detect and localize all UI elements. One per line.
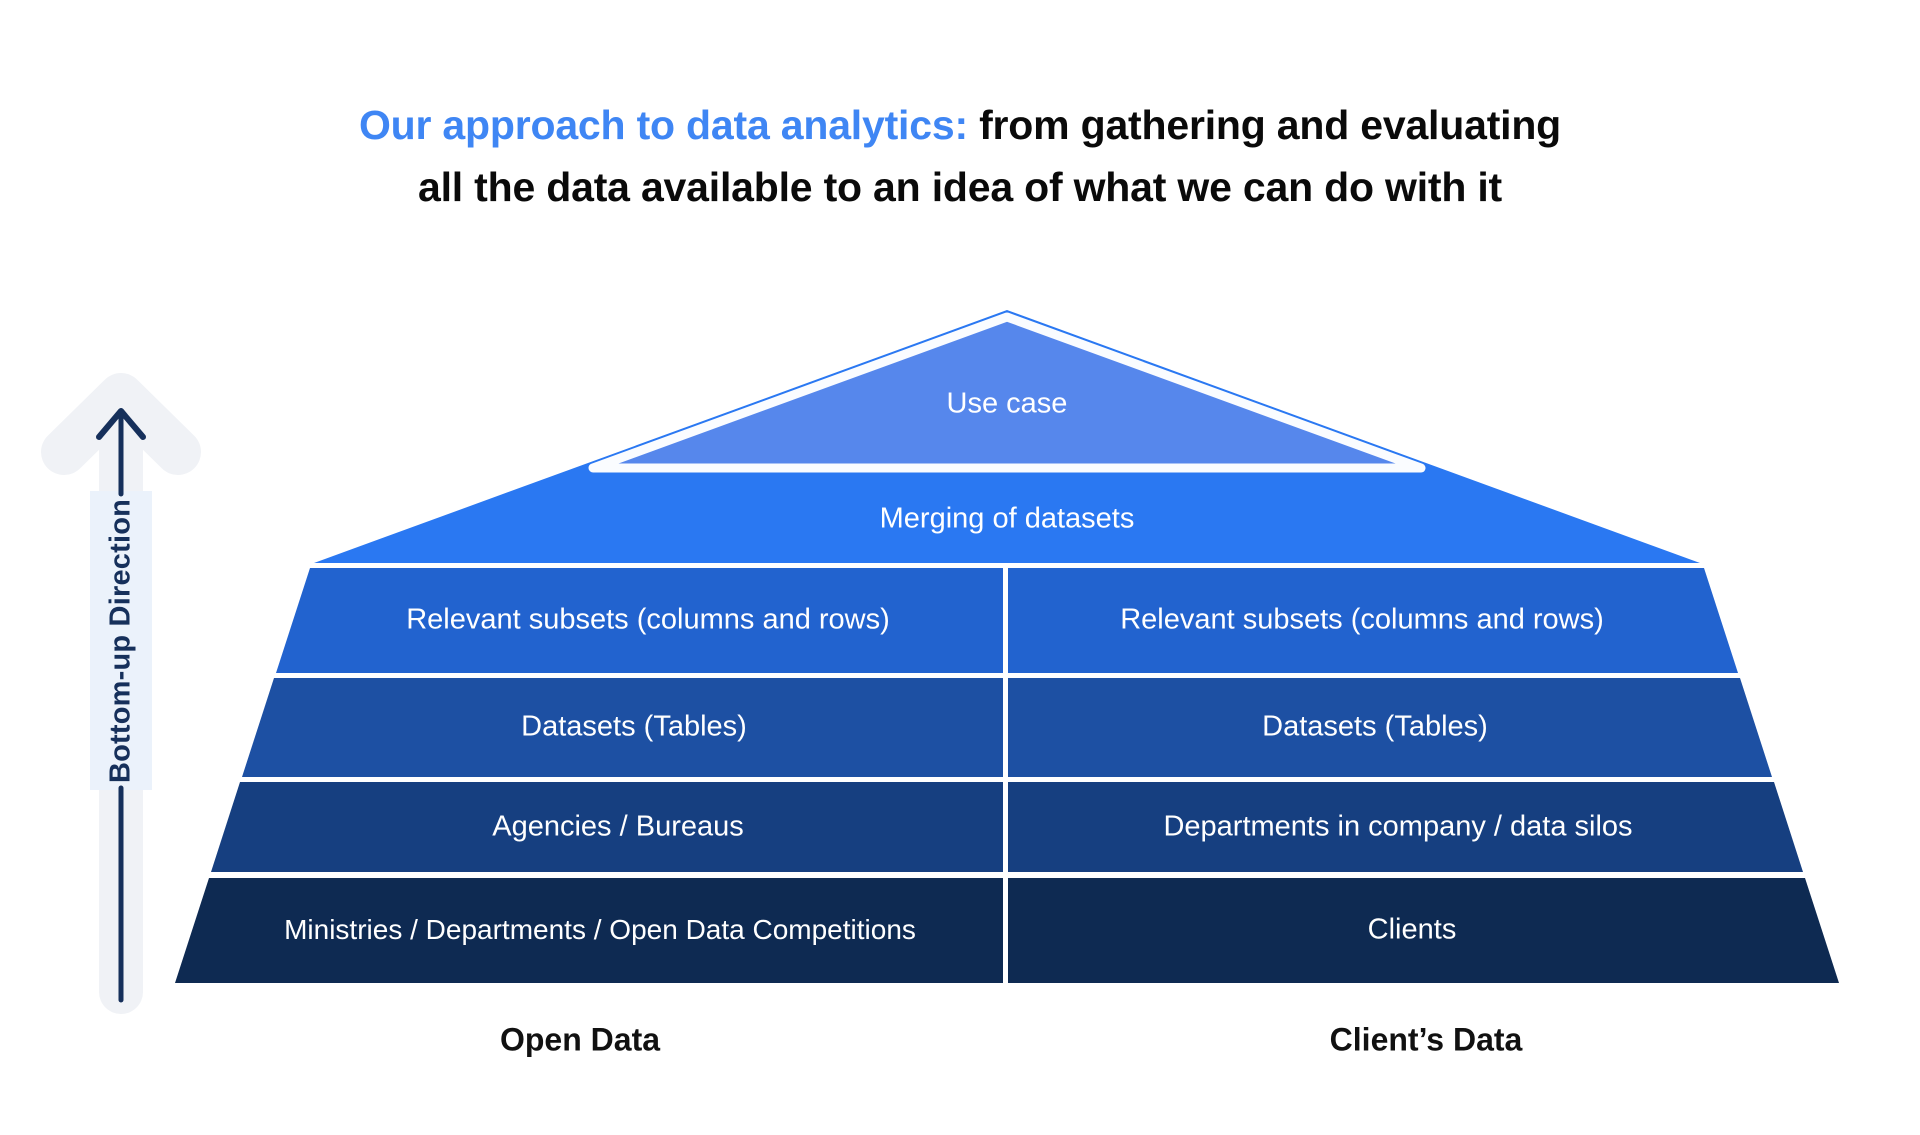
- pyramid-cell-datasets-left: [242, 678, 1003, 777]
- label-departments-right: Departments in company / data silos: [1163, 810, 1633, 843]
- pyramid-cell-agencies-left: [211, 782, 1003, 872]
- pyramid-cell-departments-right: [1008, 782, 1803, 872]
- pyramid-cell-subsets-left: [276, 568, 1003, 673]
- title-line-2: all the data available to an idea of wha…: [417, 164, 1503, 210]
- up-arrow-halo-head: [41, 373, 201, 475]
- label-merging: Merging of datasets: [879, 502, 1135, 535]
- label-datasets-right: Datasets (Tables): [1262, 710, 1488, 743]
- pyramid-cell-datasets-right: [1008, 678, 1772, 777]
- column-label-clients-data: Client’s Data: [1329, 1021, 1523, 1058]
- pyramid-cell-clients-right: [1008, 878, 1839, 983]
- direction-label-band: [90, 491, 152, 790]
- pyramid-cell-ministries-left: [175, 878, 1003, 983]
- pyramid-cell-subsets-right: [1008, 568, 1738, 673]
- up-arrow-icon: [96, 408, 146, 440]
- bottom-up-direction-label: Bottom-up Direction: [104, 498, 137, 784]
- label-ministries-left: Ministries / Departments / Open Data Com…: [284, 914, 916, 945]
- label-subsets-left: Relevant subsets (columns and rows): [406, 603, 890, 636]
- title-line1-rest: from gathering and evaluating: [967, 102, 1562, 148]
- column-label-open-data: Open Data: [499, 1021, 661, 1058]
- title-line-1: Our approach to data analytics: from gat…: [0, 94, 1920, 156]
- page-title: Our approach to data analytics: from gat…: [0, 94, 1920, 218]
- label-clients-right: Clients: [1367, 913, 1457, 946]
- label-agencies-left: Agencies / Bureaus: [492, 810, 744, 843]
- label-datasets-left: Datasets (Tables): [521, 710, 747, 743]
- label-subsets-right: Relevant subsets (columns and rows): [1120, 603, 1604, 636]
- label-use-case: Use case: [946, 387, 1068, 420]
- title-highlight: Our approach to data analytics:: [358, 102, 968, 148]
- pyramid-level-use-case: [588, 312, 1426, 473]
